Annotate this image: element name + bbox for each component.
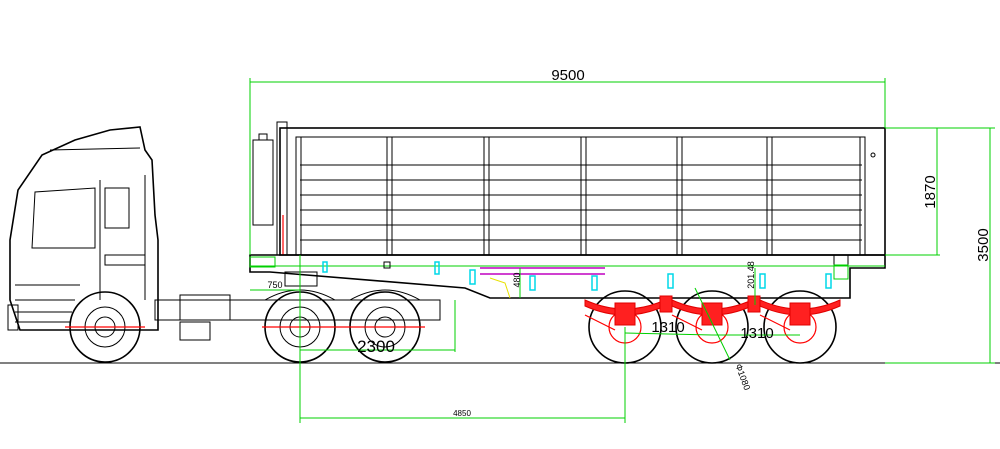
dim-axle-spacing-2: 1310 xyxy=(740,325,773,342)
tractor-cab xyxy=(7,126,159,331)
trailer-box xyxy=(252,121,886,256)
dim-overall-length: 9500 xyxy=(551,67,584,84)
trailer-wheel-3 xyxy=(763,290,837,364)
trailer-suspension xyxy=(584,295,841,331)
dimension-lines xyxy=(249,78,995,423)
dim-wheel-diameter: Φ1080 xyxy=(733,362,752,391)
dim-box-height: 1870 xyxy=(922,175,939,208)
dim-tractor-axle-spacing: 2300 xyxy=(357,337,395,356)
trailer-wheel-2 xyxy=(675,290,749,364)
trailer-wheels xyxy=(588,290,837,364)
dim-gooseneck-step: 480 xyxy=(512,272,522,287)
dim-axle-spacing-1: 1310 xyxy=(651,319,684,336)
trailer-frame xyxy=(249,254,886,299)
dim-kingpin-offset: 750 xyxy=(267,280,282,290)
dim-kingpin-to-axle: 4850 xyxy=(453,409,471,418)
dim-overall-height: 3500 xyxy=(975,228,992,261)
dim-frame-to-axle: 201.48 xyxy=(746,261,756,289)
